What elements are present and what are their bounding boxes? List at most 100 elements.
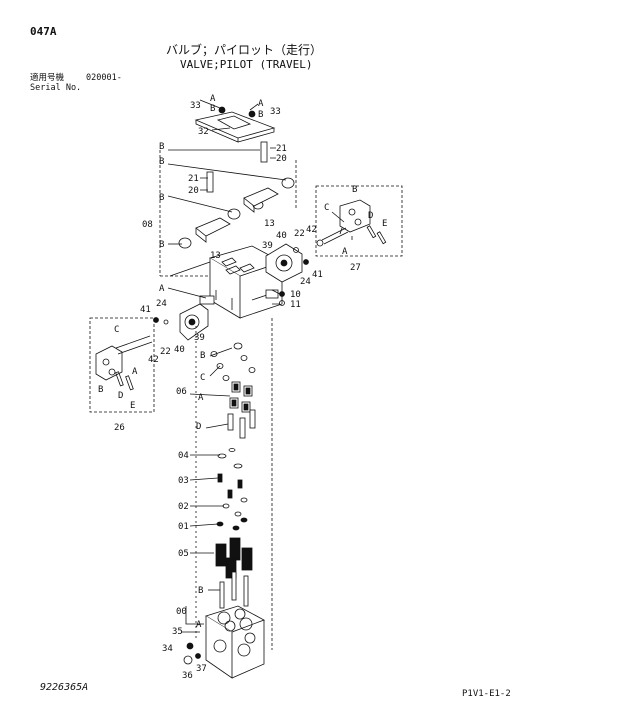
cam-13-upper bbox=[243, 187, 279, 207]
label-40-right: 40 bbox=[276, 231, 287, 241]
pin-d-2 bbox=[239, 417, 246, 439]
cam-13-lower bbox=[195, 217, 231, 237]
label-33-left: 33 bbox=[190, 101, 201, 111]
label-d-26: D bbox=[118, 391, 123, 401]
spring-05-4 bbox=[225, 557, 237, 579]
bracket-27 bbox=[339, 199, 371, 233]
title-japanese: バルブ；パイロット（走行） bbox=[166, 43, 323, 57]
label-b-1: B bbox=[159, 142, 164, 152]
shaft-27 bbox=[321, 227, 349, 245]
label-20-right: 20 bbox=[276, 154, 287, 164]
label-21-left: 21 bbox=[188, 174, 199, 184]
label-c-27: C bbox=[324, 203, 329, 213]
label-08: 08 bbox=[142, 220, 153, 230]
plunger-00-1 bbox=[219, 581, 225, 609]
serial-label-en: Serial No. bbox=[30, 83, 82, 93]
label-03: 03 bbox=[178, 476, 189, 486]
pin-26-d bbox=[115, 371, 124, 387]
label-26: 26 bbox=[114, 423, 125, 433]
rod-21-left bbox=[206, 171, 214, 193]
label-10: 10 bbox=[290, 290, 301, 300]
label-32: 32 bbox=[198, 127, 209, 137]
label-42-right: 42 bbox=[306, 225, 317, 235]
collar-top-right bbox=[281, 177, 295, 189]
label-37: 37 bbox=[196, 664, 207, 674]
label-b-col1: B bbox=[200, 351, 205, 361]
label-04: 04 bbox=[178, 451, 189, 461]
plug-36 bbox=[183, 655, 193, 665]
plunger-00-2 bbox=[231, 571, 237, 601]
label-b-2: B bbox=[159, 157, 164, 167]
label-b-4: B bbox=[159, 240, 164, 250]
label-20-left: 20 bbox=[188, 186, 199, 196]
label-21-right: 21 bbox=[276, 144, 287, 154]
collar-mid-left bbox=[227, 208, 241, 220]
assembly-26-box bbox=[89, 317, 155, 413]
bolt-10 bbox=[279, 291, 285, 297]
label-01: 01 bbox=[178, 522, 189, 532]
washer-04 bbox=[217, 453, 227, 459]
label-11: 11 bbox=[290, 300, 301, 310]
label-33-right: 33 bbox=[270, 107, 281, 117]
label-00: 00 bbox=[176, 607, 187, 617]
label-a-27: A bbox=[342, 247, 348, 257]
label-d-27: D bbox=[368, 211, 373, 221]
label-27: 27 bbox=[350, 263, 361, 273]
label-39-right: 39 bbox=[262, 241, 273, 251]
bolt-41-left bbox=[153, 317, 159, 323]
label-41-right: 41 bbox=[312, 270, 323, 280]
label-e-26: E bbox=[130, 401, 135, 411]
label-a-26: A bbox=[132, 367, 138, 377]
seat-03 bbox=[217, 473, 223, 483]
page-code: 047A bbox=[30, 25, 57, 38]
label-e-27: E bbox=[382, 219, 387, 229]
label-40-left: 40 bbox=[174, 345, 185, 355]
label-13-upper: 13 bbox=[264, 219, 275, 229]
label-b-26: B bbox=[98, 385, 103, 395]
pin-26-e bbox=[125, 375, 134, 391]
label-a-col2: A bbox=[196, 620, 202, 630]
label-24-left: 24 bbox=[156, 299, 167, 309]
label-a-33r: A bbox=[258, 99, 264, 109]
pin-d-1 bbox=[227, 413, 234, 431]
bolt-33-right bbox=[248, 110, 256, 118]
spring-05-2 bbox=[229, 537, 241, 561]
label-41-left: 41 bbox=[140, 305, 151, 315]
pin-27-e bbox=[376, 231, 387, 245]
label-d-col1: D bbox=[196, 422, 201, 432]
serial-label-jp: 適用号機 bbox=[30, 73, 65, 83]
title-english: VALVE;PILOT (TRAVEL) bbox=[180, 58, 313, 71]
plunger-00-3 bbox=[243, 575, 249, 607]
drawing-number: 9226365A bbox=[40, 682, 89, 693]
label-a-col1: A bbox=[198, 393, 204, 403]
pin-d-3 bbox=[249, 409, 256, 429]
bolt-41-right bbox=[303, 259, 309, 265]
plug-a bbox=[233, 342, 243, 350]
label-24-right: 24 bbox=[300, 277, 311, 287]
plug-37 bbox=[195, 653, 201, 659]
spring-05-1 bbox=[215, 543, 227, 567]
label-22-right: 22 bbox=[294, 229, 305, 239]
collar-lower-left bbox=[178, 237, 192, 249]
label-c-col1: C bbox=[200, 373, 205, 383]
label-36: 36 bbox=[182, 671, 193, 681]
label-22-left: 22 bbox=[160, 347, 171, 357]
serial-value: 020001- bbox=[86, 73, 122, 83]
washer-11 bbox=[279, 300, 285, 306]
label-b-27: B bbox=[352, 185, 357, 195]
label-35: 35 bbox=[172, 627, 183, 637]
label-b-33l: B bbox=[210, 104, 215, 114]
label-b-col2: B bbox=[198, 586, 203, 596]
plug-34 bbox=[186, 642, 194, 650]
bolt-33-left bbox=[218, 106, 226, 114]
label-05: 05 bbox=[178, 549, 189, 559]
label-c-26: C bbox=[114, 325, 119, 335]
label-b-3: B bbox=[159, 193, 164, 203]
pin-27-d bbox=[366, 225, 377, 239]
shaft-26 bbox=[115, 335, 153, 355]
label-34: 34 bbox=[162, 644, 173, 654]
label-02: 02 bbox=[178, 502, 189, 512]
assembly-27-box bbox=[315, 185, 403, 257]
spring-05-3 bbox=[241, 547, 253, 571]
